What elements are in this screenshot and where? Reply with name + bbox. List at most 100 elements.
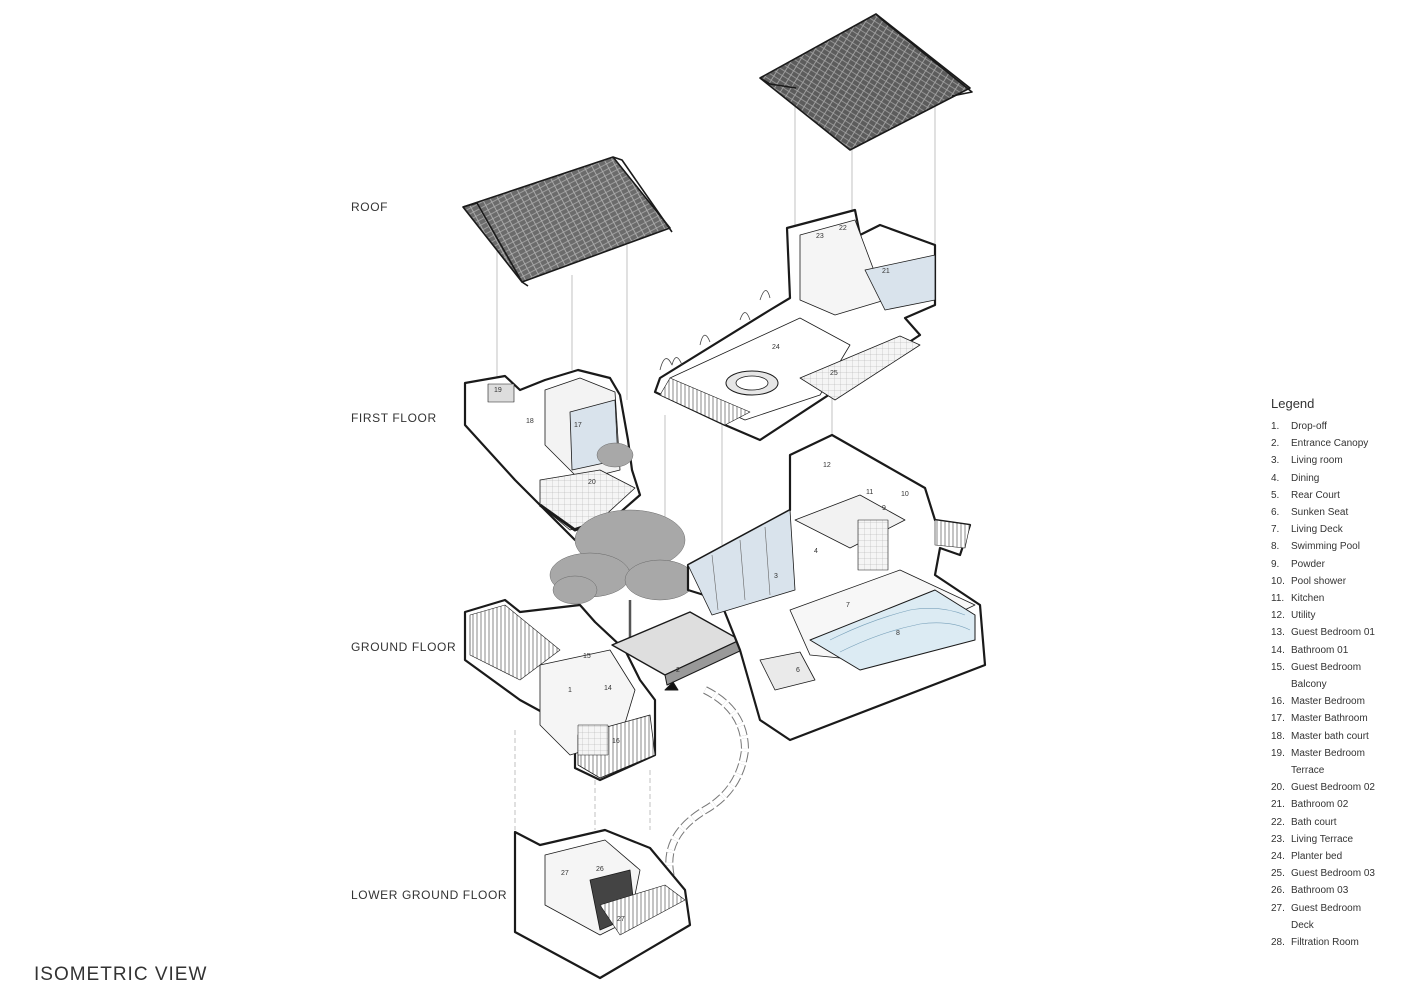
room-tag: 23 — [816, 233, 824, 240]
legend-item-number: 18. — [1271, 730, 1285, 742]
legend-item: 28.Filtration Room — [1271, 934, 1411, 951]
legend-item-number: 8. — [1271, 541, 1280, 553]
lower-ground-floor — [513, 828, 692, 980]
room-tag: 21 — [882, 268, 890, 275]
legend-item-label: Bathroom 01 — [1291, 644, 1349, 656]
room-tag: 14 — [604, 685, 612, 692]
room-tag: 9 — [882, 505, 886, 512]
legend-item-label: Bath court — [1291, 816, 1337, 828]
ground-floor-right — [686, 433, 987, 742]
legend-item-label: Master Bedroom — [1291, 696, 1365, 708]
ground-floor-left — [463, 598, 657, 782]
room-tag: 27 — [561, 870, 569, 877]
level-label-ground-floor: GROUND FLOOR — [351, 640, 457, 654]
legend-item: Deck — [1271, 917, 1411, 934]
legend-item-label: Kitchen — [1291, 593, 1325, 605]
legend-item-number: 12. — [1271, 610, 1285, 622]
legend-item-number: 3. — [1271, 455, 1280, 467]
room-tag: 26 — [596, 866, 604, 873]
legend-item: 10. Pool shower — [1271, 573, 1411, 590]
legend-item: 18.Master bath court — [1271, 728, 1411, 745]
room-tag: 4 — [814, 548, 818, 555]
legend-item: 1. Drop-off — [1271, 418, 1411, 435]
legend-item: 9.Powder — [1271, 556, 1411, 573]
legend-item-label: Deck — [1291, 919, 1314, 931]
legend-item: 13. Guest Bedroom 01 — [1271, 624, 1411, 641]
room-tag: 27 — [617, 916, 625, 923]
legend-item: 22. Bath court — [1271, 814, 1411, 831]
legend-item: 21. Bathroom 02 — [1271, 796, 1411, 813]
legend-item-label: Rear Court — [1291, 489, 1340, 501]
legend-item-label: Entrance Canopy — [1291, 438, 1369, 450]
room-tag: 16 — [612, 738, 620, 745]
roof-right — [759, 13, 973, 151]
legend-item-label: Utility — [1291, 610, 1316, 622]
room-tag: 1 — [568, 687, 572, 694]
legend-item-label: Drop-off — [1291, 421, 1327, 432]
legend-item-label: Terrace — [1291, 765, 1325, 777]
legend-item-number: 19. — [1271, 747, 1285, 759]
legend-item-number — [1271, 762, 1291, 779]
legend-item-label: Living room — [1291, 455, 1343, 467]
legend-list: 1. Drop-off 2. Entrance Canopy 3. Living room… — [1271, 418, 1411, 951]
room-tag: 15 — [583, 653, 591, 660]
legend-item-number: 10. — [1271, 575, 1285, 587]
legend-item: 11.Kitchen — [1271, 590, 1411, 607]
legend-item-label: Guest Bedroom 01 — [1291, 627, 1375, 639]
legend-item-number: 7. — [1271, 524, 1280, 536]
level-label-lower-ground-floor: LOWER GROUND FLOOR — [351, 888, 508, 902]
legend-item-number: 2. — [1271, 438, 1280, 450]
stepping-stones — [665, 686, 750, 892]
legend-item-number: 17. — [1271, 713, 1285, 725]
entrance-canopy — [611, 611, 743, 691]
legend-item: 6.Sunken Seat — [1271, 504, 1411, 521]
legend-item-label: Pool shower — [1291, 575, 1347, 587]
legend-item-number: 22. — [1271, 816, 1285, 828]
legend-item-label: Living Deck — [1291, 524, 1343, 536]
room-tag: 18 — [526, 418, 534, 425]
legend-item: 4. Dining — [1271, 470, 1411, 487]
room-tags: 14 15 16 2 1 3 4 7 8 6 9 10 11 12 17 18 … — [494, 225, 909, 923]
legend-item-number: 21. — [1271, 799, 1285, 811]
legend-item: 3. Living room — [1271, 452, 1411, 469]
projection-lines — [496, 85, 936, 830]
legend-item-label: Sunken Seat — [1291, 507, 1349, 519]
legend-item: 20.Guest Bedroom 02 — [1271, 779, 1411, 796]
room-tag: 17 — [574, 422, 582, 429]
room-tag: 8 — [896, 630, 900, 637]
legend-item-number: 27. — [1271, 902, 1285, 914]
legend-item-label: Dining — [1291, 472, 1320, 484]
legend-item-number: 25. — [1271, 868, 1285, 880]
legend-item-number: 23. — [1271, 833, 1285, 845]
legend-item-number: 16. — [1271, 696, 1285, 708]
legend-item: 8. Swimming Pool — [1271, 538, 1411, 555]
legend-item-number: 1. — [1271, 421, 1280, 432]
legend-item-label: Powder — [1291, 558, 1325, 570]
legend-item-label: Swimming Pool — [1291, 541, 1360, 553]
legend-item-label: Planter bed — [1291, 851, 1343, 863]
room-tag: 24 — [772, 344, 780, 351]
room-tag: 11 — [866, 489, 873, 496]
tree — [549, 442, 696, 650]
legend-item-number: 13. — [1271, 627, 1285, 639]
legend-item: 16. Master Bedroom — [1271, 693, 1411, 710]
roof-left — [462, 156, 673, 287]
legend-item-number: 24. — [1271, 851, 1285, 863]
legend-item-label: Filtration Room — [1291, 937, 1359, 949]
room-tag: 20 — [588, 479, 596, 486]
legend-item-number: 4. — [1271, 472, 1280, 484]
room-tag: 3 — [774, 573, 778, 580]
legend-item-number: 14. — [1271, 644, 1285, 656]
legend-item: 25.Guest Bedroom 03 — [1271, 865, 1411, 882]
legend-item: 12. Utility — [1271, 607, 1411, 624]
legend-item: 15. Guest Bedroom — [1271, 659, 1411, 676]
legend-item-label: Guest Bedroom — [1291, 661, 1362, 673]
legend-item: 24. Planter bed — [1271, 848, 1411, 865]
legend-item-label: Bathroom 02 — [1291, 799, 1349, 811]
legend-item-number: 15. — [1271, 661, 1285, 673]
legend-item-number: 26. — [1271, 885, 1285, 897]
room-tag: 22 — [839, 225, 847, 232]
legend-item: Balcony — [1271, 676, 1411, 693]
